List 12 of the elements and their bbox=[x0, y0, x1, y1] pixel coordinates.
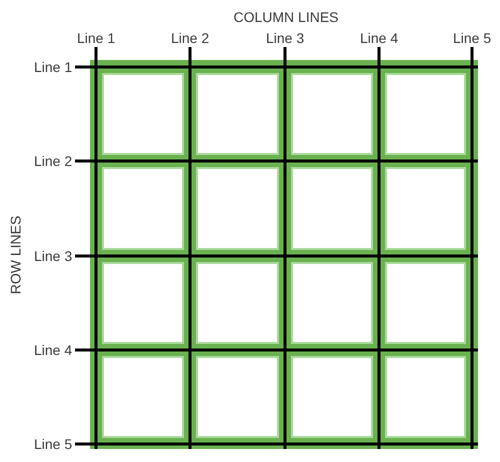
grid-line-label: Line 5 bbox=[453, 30, 492, 46]
grid-line-label: Line 3 bbox=[34, 248, 72, 264]
grid-line-label: Line 1 bbox=[77, 30, 116, 46]
grid-line-label: Line 2 bbox=[34, 153, 72, 169]
axis-title: COLUMN LINES bbox=[234, 9, 339, 25]
axis-title: ROW LINES bbox=[6, 216, 23, 294]
grid-line-label: Line 4 bbox=[34, 342, 72, 358]
grid-line-label: Line 1 bbox=[34, 59, 72, 75]
grid-line-label: Line 3 bbox=[266, 30, 304, 46]
grid-line-label: Line 4 bbox=[360, 30, 398, 46]
grid-line-label: Line 5 bbox=[34, 436, 72, 452]
grid-line-label: Line 2 bbox=[171, 30, 210, 46]
